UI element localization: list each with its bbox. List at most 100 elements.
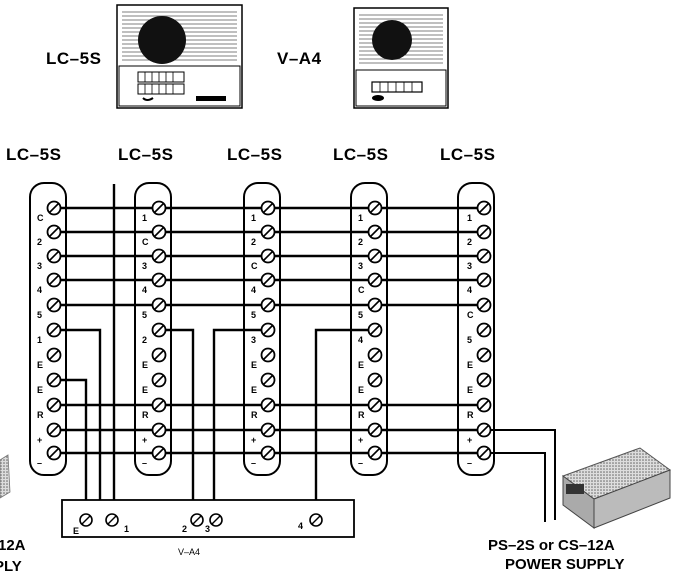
screw-slot xyxy=(153,399,165,411)
terminal-label: 2 xyxy=(358,237,363,247)
screw-slot xyxy=(478,274,490,286)
terminal-label: 2 xyxy=(251,237,256,247)
terminal-label: 1 xyxy=(142,213,147,223)
speaker-grille xyxy=(138,16,186,64)
screw-slot xyxy=(478,250,490,262)
screw-slot xyxy=(478,226,490,238)
screw-slot xyxy=(153,374,165,386)
va4-term-label: 4 xyxy=(298,521,303,531)
screw-slot xyxy=(369,447,381,459)
screw-slot xyxy=(369,299,381,311)
lc5s-unit-label: LC–5S xyxy=(46,49,101,68)
terminal-label: E xyxy=(37,385,43,395)
terminal-label: E xyxy=(467,385,473,395)
screw-slot xyxy=(369,399,381,411)
cropped-power-supply-illustration xyxy=(0,454,11,499)
screw-slot xyxy=(369,324,381,336)
screw-slot xyxy=(369,424,381,436)
screw-slot xyxy=(153,447,165,459)
screw-slot xyxy=(478,202,490,214)
terminal-label: 2 xyxy=(37,237,42,247)
screw-slot xyxy=(478,299,490,311)
screw-slot xyxy=(478,424,490,436)
terminal-label: 5 xyxy=(358,310,363,320)
power-supply-wires xyxy=(484,429,556,522)
station-4-label: LC–5S xyxy=(333,145,388,164)
power-supply-caption: POWER SUPPLY xyxy=(505,556,624,573)
terminal-label: 1 xyxy=(251,213,256,223)
screw-slot xyxy=(48,424,60,436)
terminal-label: 4 xyxy=(467,285,472,295)
screw-slot xyxy=(369,202,381,214)
screw-slot xyxy=(153,226,165,238)
va4-board-label: V–A4 xyxy=(178,547,200,557)
screw-slot xyxy=(369,374,381,386)
screw-slot xyxy=(262,202,274,214)
screw-slot xyxy=(153,349,165,361)
terminal-label: – xyxy=(251,458,256,468)
screw-slot xyxy=(262,226,274,238)
terminal-label: E xyxy=(251,385,257,395)
terminal-label: + xyxy=(467,435,472,445)
terminal-label: R xyxy=(358,410,365,420)
screw-slot xyxy=(153,274,165,286)
va4-unit-illustration xyxy=(353,7,449,109)
va4-board-screws xyxy=(79,513,323,527)
terminal-label: E xyxy=(467,360,473,370)
va4-term-label: 3 xyxy=(205,524,210,534)
terminal-label: – xyxy=(37,458,42,468)
cropped-model-label: 12A xyxy=(0,537,26,554)
screw-slot xyxy=(369,274,381,286)
terminal-label: 2 xyxy=(467,237,472,247)
terminal-label: C xyxy=(142,237,149,247)
terminal-label: 5 xyxy=(37,310,42,320)
terminal-label: 5 xyxy=(142,310,147,320)
power-supply-model-label: PS–2S or CS–12A xyxy=(488,537,615,554)
terminal-label: – xyxy=(142,458,147,468)
station-2-label: LC–5S xyxy=(118,145,173,164)
terminal-label: E xyxy=(251,360,257,370)
screw-slot xyxy=(262,250,274,262)
va4-drop-wires xyxy=(54,184,375,518)
screw-slot xyxy=(48,299,60,311)
terminal-label: 4 xyxy=(142,285,147,295)
terminal-label: + xyxy=(251,435,256,445)
screw-slot xyxy=(48,250,60,262)
screw-slot xyxy=(153,250,165,262)
screw-slot xyxy=(478,447,490,459)
screw-slot xyxy=(478,324,490,336)
terminal-label: R xyxy=(251,410,258,420)
screw-slot xyxy=(153,202,165,214)
screw-slot xyxy=(369,250,381,262)
terminal-label: E xyxy=(358,360,364,370)
va4-term-label: 2 xyxy=(182,524,187,534)
terminal-label: 4 xyxy=(358,335,363,345)
screw-slot xyxy=(262,447,274,459)
screw-slot xyxy=(262,374,274,386)
screw-slot xyxy=(48,447,60,459)
va4-term-label: 1 xyxy=(124,524,129,534)
terminal-label: + xyxy=(142,435,147,445)
terminal-label: 3 xyxy=(358,261,363,271)
station-5-label: LC–5S xyxy=(440,145,495,164)
terminal-label: 3 xyxy=(251,335,256,345)
screw-slot xyxy=(478,374,490,386)
screw-slot xyxy=(262,299,274,311)
screw-slot xyxy=(478,349,490,361)
screw-slot xyxy=(48,202,60,214)
screw-slot xyxy=(48,274,60,286)
terminal-label: C xyxy=(358,285,365,295)
screw-slot xyxy=(369,226,381,238)
va4-unit-label: V–A4 xyxy=(277,49,322,68)
terminal-label: 1 xyxy=(467,213,472,223)
terminal-label: 3 xyxy=(467,261,472,271)
screw-slot xyxy=(48,226,60,238)
terminal-label: R xyxy=(142,410,149,420)
terminal-label: – xyxy=(467,458,472,468)
terminal-label: C xyxy=(467,310,474,320)
terminal-label: E xyxy=(37,360,43,370)
terminal-label: + xyxy=(358,435,363,445)
terminal-label: C xyxy=(37,213,44,223)
screw-slot xyxy=(262,274,274,286)
